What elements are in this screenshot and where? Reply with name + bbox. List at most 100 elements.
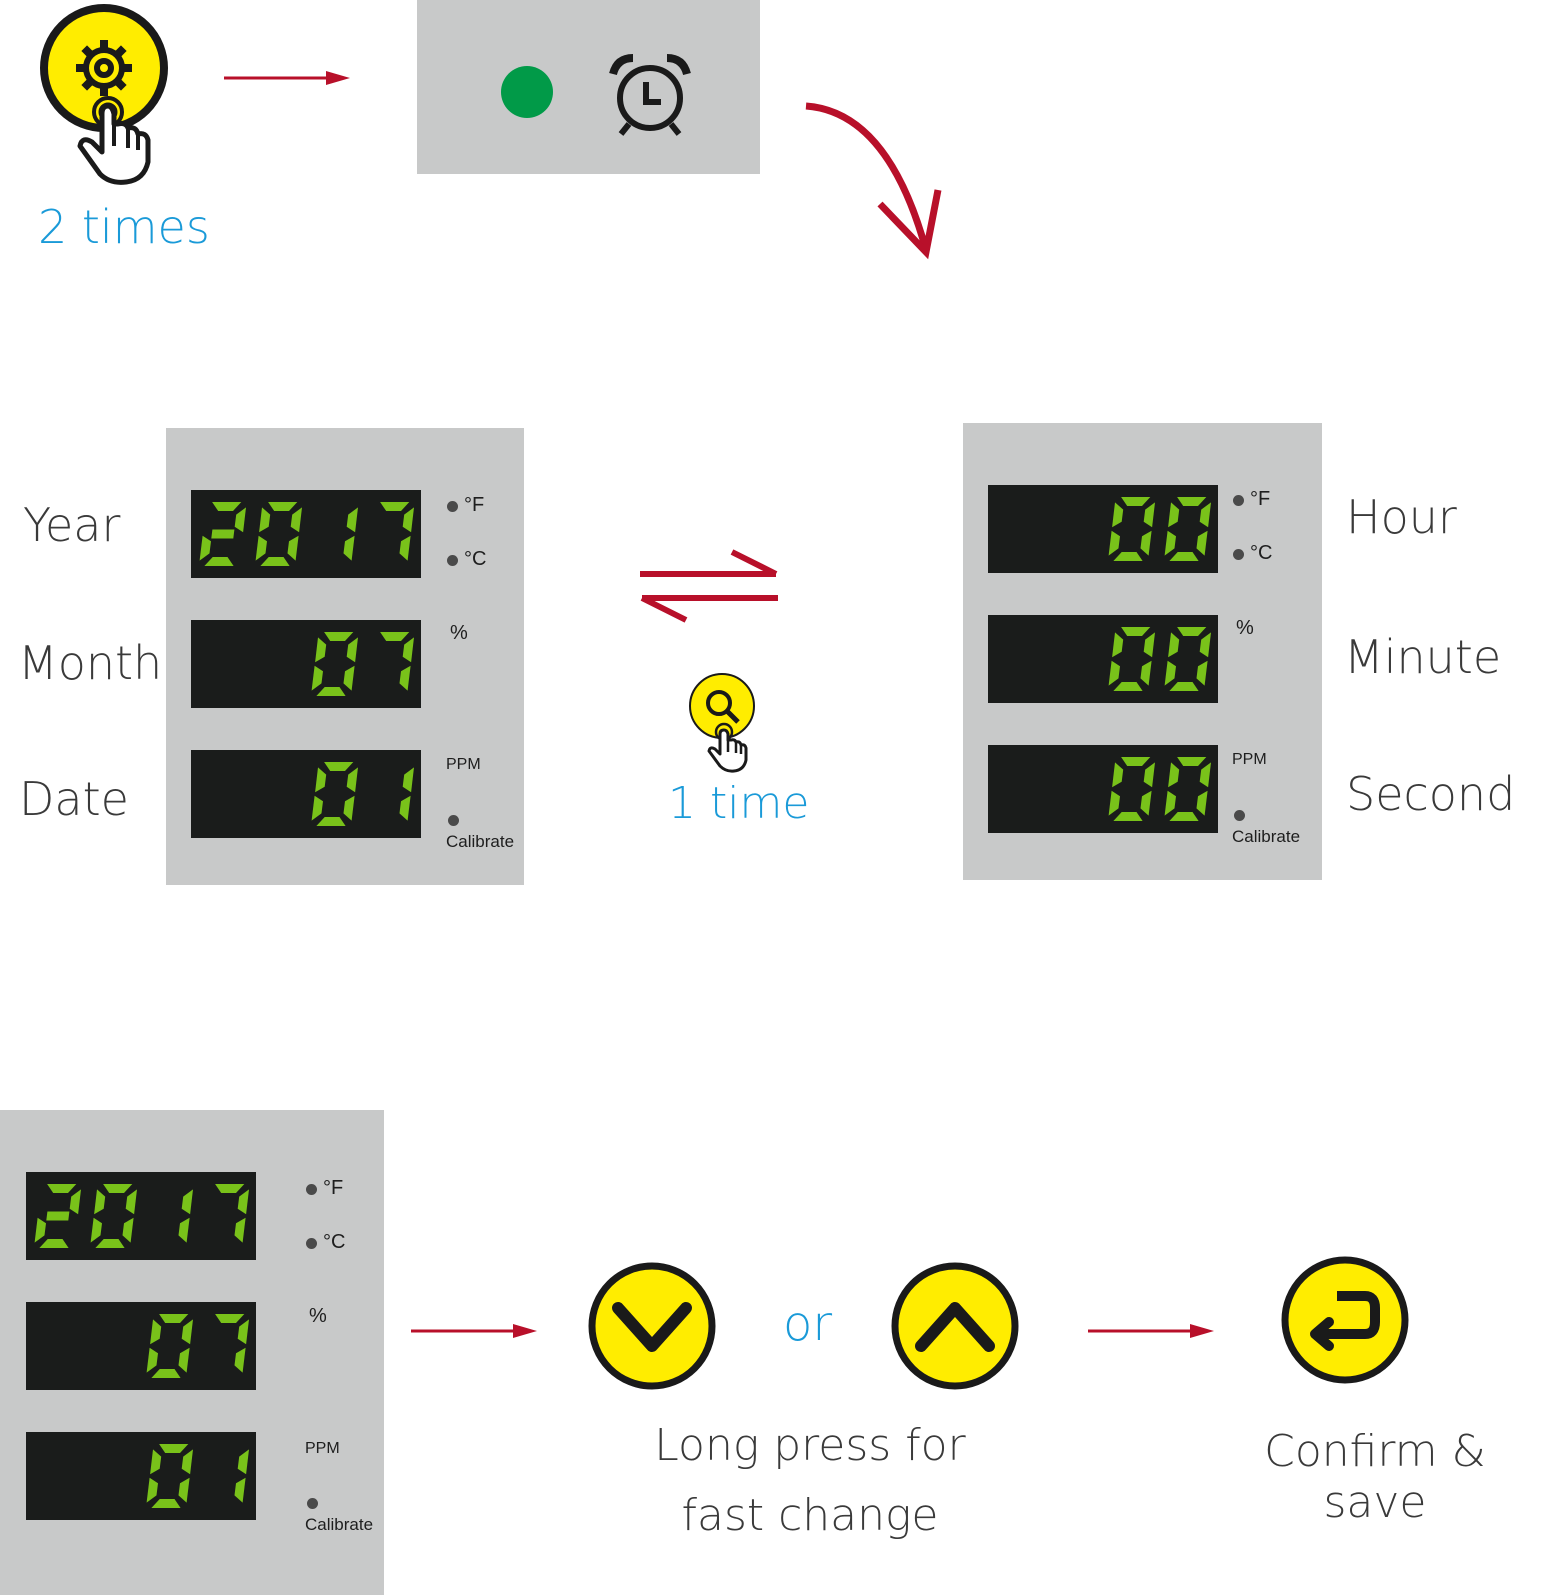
percent-indicator: %: [450, 622, 468, 644]
lcd-segment-c: [1196, 530, 1208, 556]
seven-segment-readout: [1108, 627, 1211, 691]
lcd-segment-d: [316, 817, 346, 826]
fahrenheit-indicator: °F: [323, 1177, 344, 1199]
chevron-up-icon: [891, 1262, 1019, 1390]
lcd-segment-c: [343, 795, 355, 821]
lcd-segment-a: [324, 762, 354, 771]
seven-segment-readout: [1108, 497, 1211, 561]
lcd-segment-g: [46, 1211, 70, 1221]
lcd-segment-b: [237, 1449, 249, 1475]
date-label: Date: [19, 772, 129, 826]
year-display: [26, 1172, 256, 1260]
fahrenheit-led: [306, 1184, 317, 1195]
lcd-segment-f: [315, 767, 327, 793]
calibrate-indicator: Calibrate: [305, 1515, 374, 1534]
lcd-segment-a: [212, 502, 242, 511]
lcd-segment-b: [181, 1449, 193, 1475]
arrow-right-icon: [224, 71, 350, 85]
lcd-segment-b: [1199, 762, 1211, 788]
lcd-segment-a: [1121, 627, 1151, 636]
hour-display: [988, 485, 1218, 573]
month-display: [26, 1302, 256, 1390]
seven-segment-readout: [146, 1314, 249, 1378]
ppm-indicator: PPM: [305, 1440, 340, 1457]
lcd-segment-d: [1113, 812, 1143, 821]
lcd-segment-b: [402, 767, 414, 793]
lcd-segment-b: [1143, 502, 1155, 528]
lcd-segment-c: [1140, 660, 1152, 686]
lcd-segment-c: [399, 665, 411, 691]
month-label: Month: [18, 636, 163, 690]
lcd-segment-c: [287, 535, 299, 561]
celsius-led: [306, 1238, 317, 1249]
down-button[interactable]: [588, 1262, 716, 1390]
lcd-segment-e: [311, 665, 323, 691]
lcd-segment-e: [1108, 660, 1120, 686]
minute-label: Minute: [1344, 630, 1502, 684]
lcd-segment-c: [1140, 790, 1152, 816]
confirm-button[interactable]: [1281, 1256, 1409, 1384]
fahrenheit-indicator: °F: [464, 494, 485, 516]
lcd-segment-b: [290, 507, 302, 533]
lcd-segment-b: [181, 1189, 193, 1215]
lcd-segment-f: [1168, 502, 1180, 528]
lcd-segment-a: [1121, 757, 1151, 766]
lcd-segment-c: [343, 665, 355, 691]
lcd-segment-d: [39, 1239, 69, 1248]
lcd-segment-f: [1112, 762, 1124, 788]
second-label: Second: [1346, 767, 1516, 821]
lcd-segment-c: [1196, 660, 1208, 686]
fahrenheit-indicator: °F: [1250, 488, 1271, 510]
hour-label: Hour: [1346, 490, 1457, 544]
celsius-led: [447, 555, 458, 566]
lcd-segment-f: [1168, 632, 1180, 658]
lcd-segment-e: [1108, 530, 1120, 556]
date-display: [26, 1432, 256, 1520]
up-button[interactable]: [891, 1262, 1019, 1390]
alarm-clock-icon: [609, 54, 691, 136]
search-button[interactable]: [688, 672, 756, 740]
lcd-segment-e: [146, 1477, 158, 1503]
calibrate-indicator: Calibrate: [1232, 827, 1301, 846]
lcd-segment-d: [151, 1499, 181, 1508]
lcd-segment-d: [1169, 682, 1199, 691]
chevron-down-icon: [588, 1262, 716, 1390]
lcd-segment-e: [1108, 790, 1120, 816]
calibrate-indicator: Calibrate: [446, 832, 515, 851]
lcd-segment-g: [211, 529, 235, 539]
lcd-segment-c: [343, 535, 355, 561]
lcd-segment-d: [1169, 552, 1199, 561]
date-display: [191, 750, 421, 838]
curved-arrow-icon: [805, 102, 942, 260]
lcd-segment-b: [237, 1189, 249, 1215]
seven-segment-readout: [1108, 757, 1211, 821]
lcd-segment-e: [1164, 790, 1176, 816]
adjust-panel: °F °C % PPM Calibrate: [0, 1110, 384, 1595]
calibrate-led: [307, 1498, 318, 1509]
lcd-segment-b: [1199, 632, 1211, 658]
lcd-segment-c: [178, 1477, 190, 1503]
second-display: [988, 745, 1218, 833]
lcd-segment-f: [94, 1189, 106, 1215]
seven-segment-readout: [311, 762, 414, 826]
lcd-segment-e: [146, 1347, 158, 1373]
lcd-segment-c: [234, 1347, 246, 1373]
settings-button[interactable]: [40, 4, 168, 132]
lcd-segment-e: [1164, 660, 1176, 686]
arrow-right-icon: [1088, 1324, 1214, 1338]
year-display: [191, 490, 421, 578]
lcd-segment-d: [1113, 552, 1143, 561]
lcd-segment-c: [178, 1347, 190, 1373]
lcd-segment-b: [346, 637, 358, 663]
lcd-segment-b: [181, 1319, 193, 1345]
lcd-segment-b: [237, 1319, 249, 1345]
lcd-segment-f: [1112, 502, 1124, 528]
lcd-segment-d: [1169, 812, 1199, 821]
calibrate-led: [448, 815, 459, 826]
toggle-count-label: 1 time: [668, 778, 810, 829]
lcd-segment-b: [402, 507, 414, 533]
lcd-segment-f: [1112, 632, 1124, 658]
fahrenheit-led: [447, 501, 458, 512]
percent-indicator: %: [309, 1305, 327, 1327]
seven-segment-readout: [311, 632, 414, 696]
